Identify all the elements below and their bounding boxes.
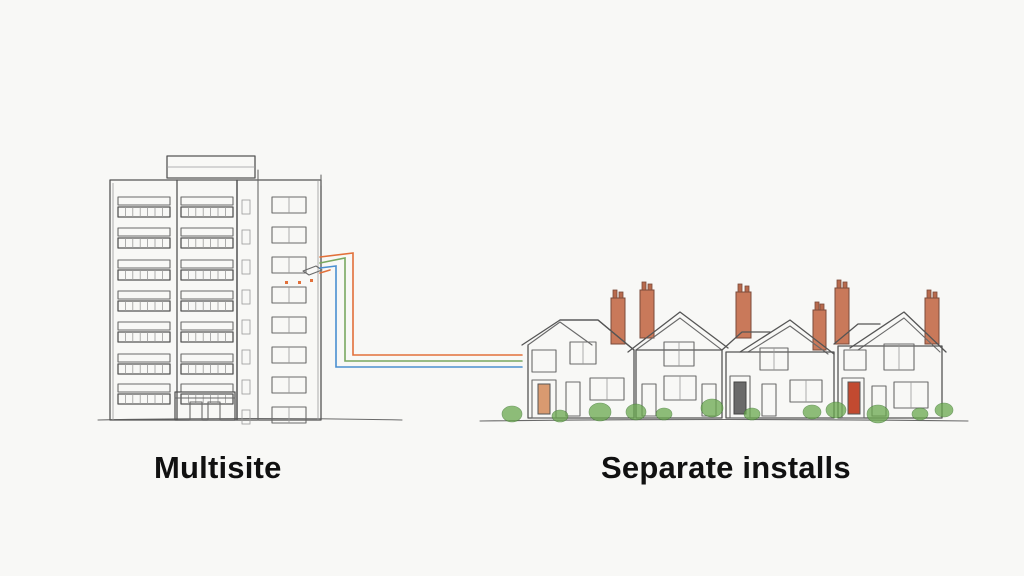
balcony-railing [180,237,234,249]
balcony-railing [180,331,234,343]
balconies [117,196,234,405]
balcony-window [117,383,171,393]
line-orange [319,252,523,356]
chimneys [610,279,940,351]
chimney [639,289,655,339]
balcony-window [180,290,234,300]
shrub [934,402,954,418]
shrub [743,407,761,421]
wing-windows [271,196,307,424]
shrub [501,405,523,423]
side-windows [241,199,251,425]
multisite-label: Multisite [154,450,282,485]
apartment-building-icon [109,155,323,425]
narrow-window [241,199,251,215]
balcony-window [117,321,171,331]
chimney-pot [647,283,653,291]
chimney-pot [819,303,825,311]
balcony-window [117,353,171,363]
balcony-railing [117,393,171,405]
narrow-window [241,409,251,425]
line-orange-short [319,269,331,274]
narrow-window [241,229,251,245]
line-blue [319,265,523,368]
connection-lines-icon [319,252,523,368]
balcony-window [180,383,234,393]
chimney-pot [814,301,820,311]
narrow-window [241,259,251,275]
house-3 [721,319,835,419]
house-2 [627,311,729,419]
balcony-window [117,196,171,206]
chimney-pot [612,289,618,299]
shrub [588,402,612,422]
balcony-window [180,259,234,269]
chimney-pot [744,285,750,293]
house-4 [833,311,947,419]
row-of-houses-icon [501,279,954,424]
narrow-window [241,289,251,305]
chimney-pot [618,291,624,299]
house-4-door [847,381,861,415]
balcony-railing [180,363,234,375]
balcony-railing [180,206,234,218]
balcony-window [180,353,234,363]
balcony-railing [180,300,234,312]
chimney-pot [836,279,842,289]
chimney [834,287,850,345]
tower-wing [236,179,322,421]
house-1 [521,319,635,419]
shrub [551,409,569,423]
balcony-railing [180,393,234,405]
balcony-window [180,321,234,331]
balcony-window [117,259,171,269]
balcony-railing [117,206,171,218]
chimney-pot [842,281,848,289]
chimney-pot [737,283,743,293]
chimney [924,297,940,345]
shrub [700,398,724,418]
balcony-window [117,227,171,237]
balcony-railing [117,237,171,249]
chimney [610,297,626,345]
balcony-railing [180,269,234,281]
house-1-door [537,383,551,415]
apartment-entrance [174,391,236,421]
socket-orange-2 [298,281,301,284]
line-green [319,257,523,362]
narrow-window [241,349,251,365]
balcony-railing [117,363,171,375]
balcony-railing [117,269,171,281]
shrub [866,404,890,424]
balcony-railing [117,300,171,312]
separate-installs-label: Separate installs [601,450,851,485]
balcony-window [117,290,171,300]
balcony-railing [117,331,171,343]
chimney-pot [926,289,932,299]
chimney [735,291,752,339]
chimney-pot [641,281,647,291]
ground-line-right [479,418,969,422]
chimney-pot [932,291,938,299]
narrow-window [241,379,251,395]
narrow-window [241,319,251,335]
shrub [802,404,822,420]
house-3-door [733,381,747,415]
shrub [655,407,673,421]
socket-orange-1 [285,281,288,284]
balcony-window [180,227,234,237]
socket-orange-3 [310,279,313,282]
shrub [625,403,647,421]
shrub [825,401,847,419]
shrubs [501,398,954,424]
shrub [911,407,929,421]
balcony-window [180,196,234,206]
